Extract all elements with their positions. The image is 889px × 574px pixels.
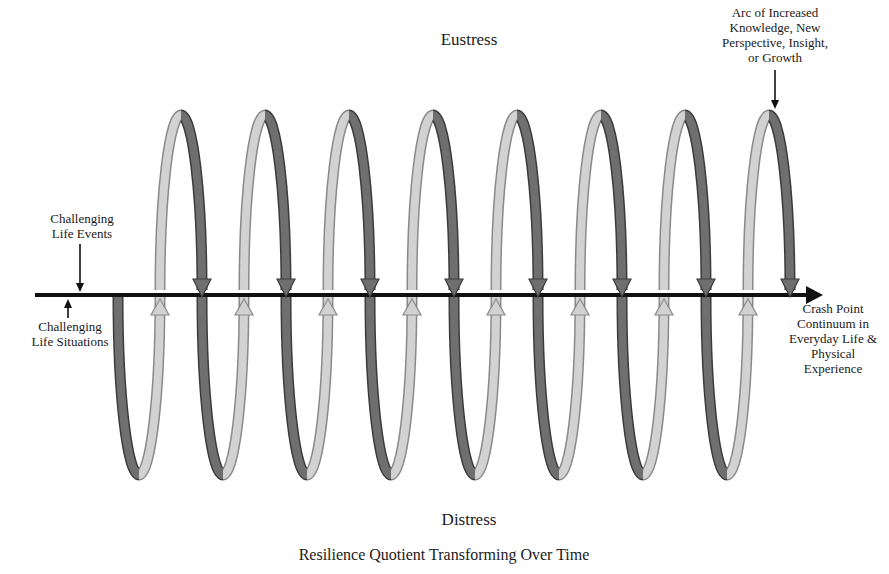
spiral-band [265, 115, 286, 290]
distress-label: Distress [319, 510, 619, 530]
spiral-band-outline [160, 115, 181, 290]
spiral-band-outline [391, 297, 412, 475]
pointer-head [771, 100, 779, 109]
time-axis [35, 293, 808, 297]
spiral-band-outline [181, 115, 202, 290]
spiral-band [286, 297, 307, 475]
spiral-arrowhead [739, 299, 757, 315]
spiral-band-outline [118, 297, 139, 475]
spiral-band-outline [643, 297, 664, 475]
spiral-arrowhead [571, 299, 589, 315]
spiral-band [370, 297, 391, 475]
spiral-band-outline [370, 297, 391, 475]
spiral-band-outline [433, 115, 454, 290]
label-pointers [64, 70, 779, 318]
spiral-band [685, 115, 706, 290]
spiral-arrowhead [655, 299, 673, 315]
spiral-band [643, 297, 664, 475]
spiral-band-outline [601, 115, 622, 290]
spiral-arrowhead [151, 299, 169, 315]
spiral-band [475, 297, 496, 475]
spiral-band [601, 115, 622, 290]
continuum-note: Crash Point Continuum in Everyday Life &… [783, 302, 883, 377]
spiral-band [559, 297, 580, 475]
spiral-band-outline [454, 297, 475, 475]
eustress-label: Eustress [319, 30, 619, 50]
spiral-band [244, 115, 265, 290]
spiral-band-outline [349, 115, 370, 290]
spiral-band-outline [244, 115, 265, 290]
spiral-arrowhead [445, 279, 463, 297]
spiral-band-outline [223, 297, 244, 475]
spiral-band [454, 297, 475, 475]
pointer-line [774, 70, 776, 100]
spiral-band [181, 115, 202, 290]
spiral-band [706, 297, 727, 475]
spiral-arrowhead [277, 279, 295, 297]
spiral-band-outline [412, 115, 433, 290]
pointer-line [79, 244, 81, 283]
spiral-arrowhead [697, 279, 715, 297]
spiral-band [769, 115, 790, 290]
spiral-arrowhead [529, 279, 547, 297]
spiral-band [433, 115, 454, 290]
situations-note: Challenging Life Situations [27, 320, 113, 350]
spiral-band-outline [286, 297, 307, 475]
spiral-band [496, 115, 517, 290]
spiral-band-outline [769, 115, 790, 290]
spiral-band [160, 115, 181, 290]
spiral-arrowhead [781, 279, 799, 297]
spiral-band [412, 115, 433, 290]
pointer-line [67, 308, 69, 318]
spiral-band [538, 297, 559, 475]
spiral-arrowhead [487, 299, 505, 315]
spiral-band-outline [664, 115, 685, 290]
spiral-band-outline [580, 115, 601, 290]
spiral-band [748, 115, 769, 290]
pointer-head [76, 283, 84, 292]
spiral-arrowhead [613, 279, 631, 297]
spiral-band-outline [748, 115, 769, 290]
spiral-band [307, 297, 328, 475]
spiral-band [328, 115, 349, 290]
spiral-arrowheads [151, 279, 799, 315]
spiral-band-outline [727, 297, 748, 475]
spiral-band-outline [328, 115, 349, 290]
spiral-band [622, 297, 643, 475]
spiral-band [517, 115, 538, 290]
spiral-band-outline [139, 297, 160, 475]
spiral-arrowhead [193, 279, 211, 297]
spiral-band-outline [475, 297, 496, 475]
spiral-arrowhead [361, 279, 379, 297]
spiral-band [664, 115, 685, 290]
spiral-band-outline [496, 115, 517, 290]
spiral-band-outline [265, 115, 286, 290]
figure-caption: Resilience Quotient Transforming Over Ti… [214, 546, 674, 564]
spiral-band-outline [202, 297, 223, 475]
spiral-band [727, 297, 748, 475]
spiral-band-outline [517, 115, 538, 290]
events-note: Challenging Life Events [42, 212, 122, 242]
spiral-arrowhead [235, 299, 253, 315]
spiral-arrowhead [403, 299, 421, 315]
spiral-band-outline [538, 297, 559, 475]
pointer-head [64, 299, 72, 308]
spiral-band [118, 297, 139, 475]
spiral-band [349, 115, 370, 290]
spiral-band [391, 297, 412, 475]
spiral-band [580, 115, 601, 290]
spiral-band-outline [685, 115, 706, 290]
spiral-band [223, 297, 244, 475]
spiral-band [139, 297, 160, 475]
spiral-band-outline [706, 297, 727, 475]
spiral-band-outline [622, 297, 643, 475]
spiral-band-outline [559, 297, 580, 475]
spiral-band [202, 297, 223, 475]
spiral-arrowhead [319, 299, 337, 315]
growth-arc-note: Arc of Increased Knowledge, New Perspect… [721, 6, 829, 66]
spiral-band-outline [307, 297, 328, 475]
